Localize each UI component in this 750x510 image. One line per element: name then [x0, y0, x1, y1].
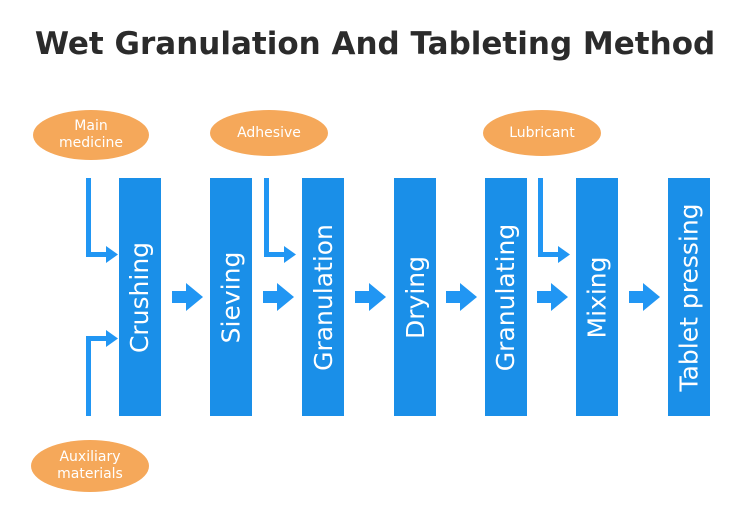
arrow-mixing-to-tablet-pressing	[629, 283, 660, 311]
arrow-granulating-to-mixing	[537, 283, 568, 311]
step-granulating: Granulating	[485, 178, 527, 416]
input-adhesive-label: Adhesive	[237, 124, 301, 141]
input-lubricant-label: Lubricant	[509, 124, 575, 141]
step-sieving: Sieving	[210, 178, 252, 416]
arrow-crushing-to-sieving	[172, 283, 203, 311]
input-adhesive: Adhesive	[210, 110, 328, 156]
feed-adhesive-arrow	[264, 178, 296, 263]
step-mixing: Mixing	[576, 178, 618, 416]
step-granulation: Granulation	[302, 178, 344, 416]
input-main-medicine: Main medicine	[33, 110, 149, 160]
feed-auxiliary-materials-arrow	[86, 330, 118, 416]
step-drying: Drying	[394, 178, 436, 416]
input-main-medicine-label: Main medicine	[58, 118, 124, 151]
page-title: Wet Granulation And Tableting Method	[34, 26, 716, 62]
arrow-granulation-to-drying	[355, 283, 386, 311]
input-auxiliary-materials: Auxiliary materials	[31, 440, 149, 492]
arrow-sieving-to-granulation	[263, 283, 294, 311]
feed-main-medicine-arrow	[86, 178, 118, 263]
step-tablet-pressing: Tablet pressing	[668, 178, 710, 416]
arrow-drying-to-granulating	[446, 283, 477, 311]
input-lubricant: Lubricant	[483, 110, 601, 156]
step-crushing: Crushing	[119, 178, 161, 416]
input-auxiliary-materials-label: Auxiliary materials	[57, 449, 123, 482]
feed-lubricant-arrow	[538, 178, 570, 263]
